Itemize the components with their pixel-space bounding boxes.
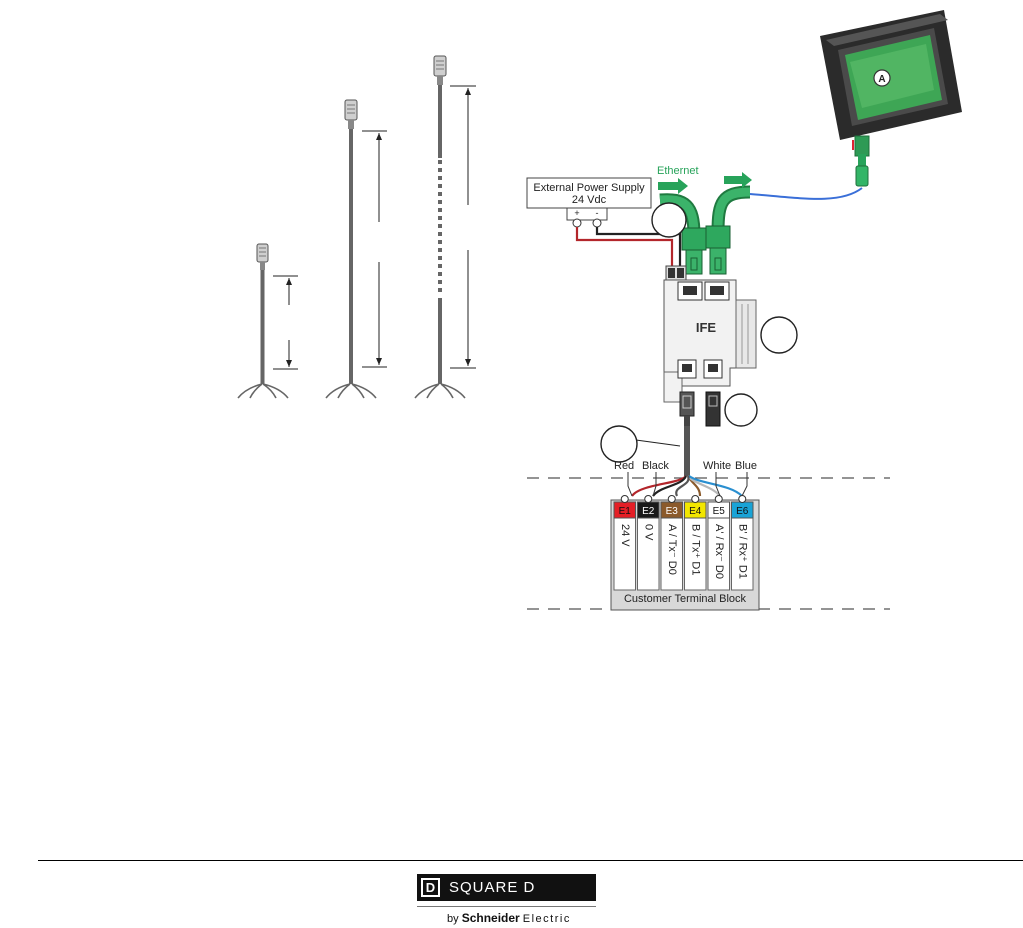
- callout-circle-2: [760, 316, 798, 354]
- terminal-screw-e6: [738, 495, 747, 503]
- wire-label-black: Black: [642, 460, 669, 472]
- wire-leader-lines: [627, 472, 748, 497]
- terminal-desc-e2: 0 V: [642, 524, 654, 541]
- ife-label: IFE: [696, 320, 717, 335]
- callout-a-circle: [873, 69, 891, 87]
- wire-label-red: Red: [614, 460, 634, 472]
- ethernet-label: Ethernet: [657, 165, 699, 177]
- terminal-desc-e5: A' / Rx⁻ D0: [713, 524, 725, 579]
- footer-rule: [38, 860, 1023, 861]
- terminal-screw-e4: [691, 495, 700, 503]
- terminal-desc-e1: 24 V: [619, 524, 631, 547]
- terminal-id-e4: E4: [689, 506, 702, 517]
- terminal-desc-e3: A / Tx⁻ D0: [666, 524, 678, 575]
- terminal-screw-e5: [714, 495, 723, 503]
- logo-letter: D: [423, 880, 438, 895]
- psu-minus: -: [596, 208, 599, 218]
- schneider-byline: by Schneider Electric: [447, 911, 571, 925]
- terminal-desc-e6: B' / Rx⁺ D1: [736, 524, 748, 579]
- callout-circle-1: [651, 202, 687, 238]
- cable-short: [237, 243, 298, 399]
- psu-plus: +: [574, 208, 579, 218]
- terminal-desc-e4: B / Tx⁺ D1: [689, 524, 701, 575]
- byline-by: by: [447, 913, 459, 925]
- wire-label-blue: Blue: [735, 460, 757, 472]
- wire-label-white: White: [703, 460, 731, 472]
- terminal-block-label: Customer Terminal Block: [624, 593, 747, 605]
- terminal-screw-e1: [620, 495, 629, 503]
- customer-terminal-block: E1 24 V E2 0 V E3 A / Tx⁻ D0 E4 B / Tx⁺ D1 E5 A' …: [610, 495, 760, 611]
- logo-text: SQUARE D: [449, 879, 536, 896]
- psu-line2: 24 Vdc: [572, 194, 607, 206]
- byline-brand: Schneider: [461, 911, 520, 925]
- terminal-screw-e2: [644, 495, 653, 503]
- terminal-wires: [631, 475, 743, 497]
- ethernet-cables: Ethernet: [657, 165, 752, 275]
- terminal-id-e3: E3: [666, 506, 679, 517]
- external-power-supply: External Power Supply 24 Vdc + -: [526, 177, 682, 268]
- terminal-id-e6: E6: [736, 506, 749, 517]
- hmi-display: A: [820, 10, 962, 187]
- terminal-id-e1: E1: [619, 506, 632, 517]
- ife-device: IFE: [663, 265, 757, 427]
- callout-a: A: [878, 74, 885, 85]
- cable-medium: [325, 99, 387, 399]
- terminal-screw-e3: [667, 495, 676, 503]
- byline-electric: Electric: [522, 913, 571, 925]
- logo-underline: [417, 906, 596, 907]
- terminal-id-e5: E5: [713, 506, 726, 517]
- callout-circle-3: [724, 393, 758, 427]
- psu-line1: External Power Supply: [533, 182, 645, 194]
- square-d-logo: D SQUARE D: [417, 874, 596, 901]
- cable-long: [414, 55, 476, 399]
- terminal-id-e2: E2: [642, 506, 655, 517]
- callout-circle-4: [600, 425, 638, 463]
